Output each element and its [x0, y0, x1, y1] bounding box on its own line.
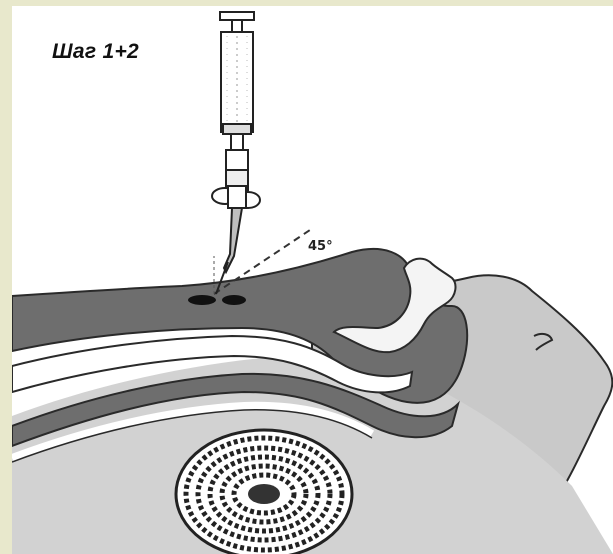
syringe-icon — [212, 12, 260, 272]
anatomy-illustration: 45° — [12, 6, 613, 554]
step-title: Шаг 1+2 — [52, 40, 139, 64]
figure-frame: 45° Шаг 1+2 — [12, 6, 613, 554]
rolled-towel-icon — [176, 430, 352, 554]
angle-label: 45° — [308, 239, 333, 254]
